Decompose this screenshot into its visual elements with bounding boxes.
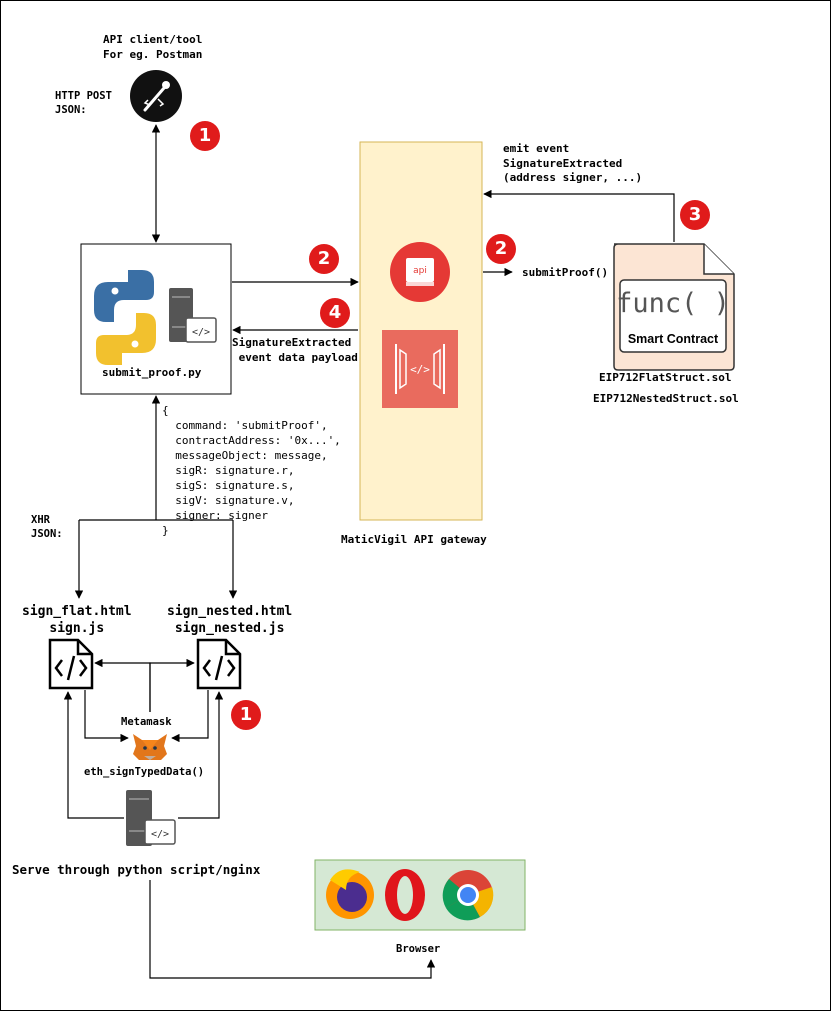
flat-to-metamask — [84, 690, 129, 743]
step-badge-request: 2 — [309, 244, 339, 274]
server-to-flat — [63, 691, 124, 819]
submit-proof-call-label: submitProof() — [522, 266, 609, 279]
api-gateway-panel — [359, 141, 483, 521]
python-logo-icon — [94, 270, 156, 365]
step-badge-client: 1 — [190, 121, 220, 151]
postman-icon — [130, 70, 182, 122]
gateway-label: MaticVigil API gateway — [341, 533, 487, 546]
xhr-label: XHR JSON: — [31, 514, 63, 540]
svg-text:</>: </> — [410, 363, 430, 376]
metamask-to-flat — [94, 658, 151, 712]
metamask-label: Metamask — [121, 716, 172, 728]
svg-text:</>: </> — [192, 327, 210, 338]
server-code-icon: </> — [169, 288, 217, 343]
serve-to-browser — [149, 880, 436, 979]
http-post-label: HTTP POST JSON: — [55, 90, 112, 116]
code-file-icon-nested — [196, 638, 242, 690]
contract-gateway-arrow — [483, 189, 675, 242]
step-badge-response: 4 — [320, 298, 350, 328]
client-title: API client/tool For eg. Postman — [103, 33, 203, 61]
nested-to-metamask — [171, 690, 209, 743]
contract-file-2: EIP712NestedStruct.sol — [593, 392, 739, 405]
server-to-nested — [178, 691, 224, 819]
chrome-icon — [442, 870, 494, 921]
emit-event-label: emit event SignatureExtracted (address s… — [503, 142, 643, 185]
step-badge-call: 2 — [486, 234, 516, 264]
func-text: func( ) — [616, 288, 730, 319]
payload-label: { command: 'submitProof', contractAddres… — [162, 404, 341, 537]
api-icon — [390, 242, 450, 302]
smart-contract-title: Smart Contract — [628, 332, 719, 346]
api-icon-text: api — [413, 266, 427, 276]
step-badge-event: 3 — [680, 200, 710, 230]
sign-nested-label: sign_nested.html sign_nested.js — [167, 604, 293, 637]
eth-sign-label: eth_signTypedData() — [84, 766, 205, 778]
web-server-icon: </> — [126, 790, 176, 846]
smart-contract-card-icon — [613, 243, 735, 371]
opera-icon — [385, 869, 425, 921]
svg-text:</>: </> — [151, 829, 169, 840]
serve-label: Serve through python script/nginx — [12, 862, 261, 877]
metamask-to-nested — [149, 658, 195, 712]
firefox-icon — [326, 869, 374, 919]
step-badge-metamask: 1 — [231, 700, 261, 730]
gateway-icon: </> — [382, 330, 458, 408]
contract-file-1: EIP712FlatStruct.sol — [599, 371, 732, 384]
connectors — [63, 124, 675, 979]
response-label: SignatureExtracted event data payload — [232, 336, 358, 364]
code-file-icon-flat — [48, 638, 94, 690]
metamask-fox-icon — [133, 734, 167, 760]
python-script-label: submit_proof.py — [102, 366, 202, 379]
browser-label: Browser — [396, 943, 441, 955]
sign-flat-label: sign_flat.html sign.js — [22, 604, 132, 637]
